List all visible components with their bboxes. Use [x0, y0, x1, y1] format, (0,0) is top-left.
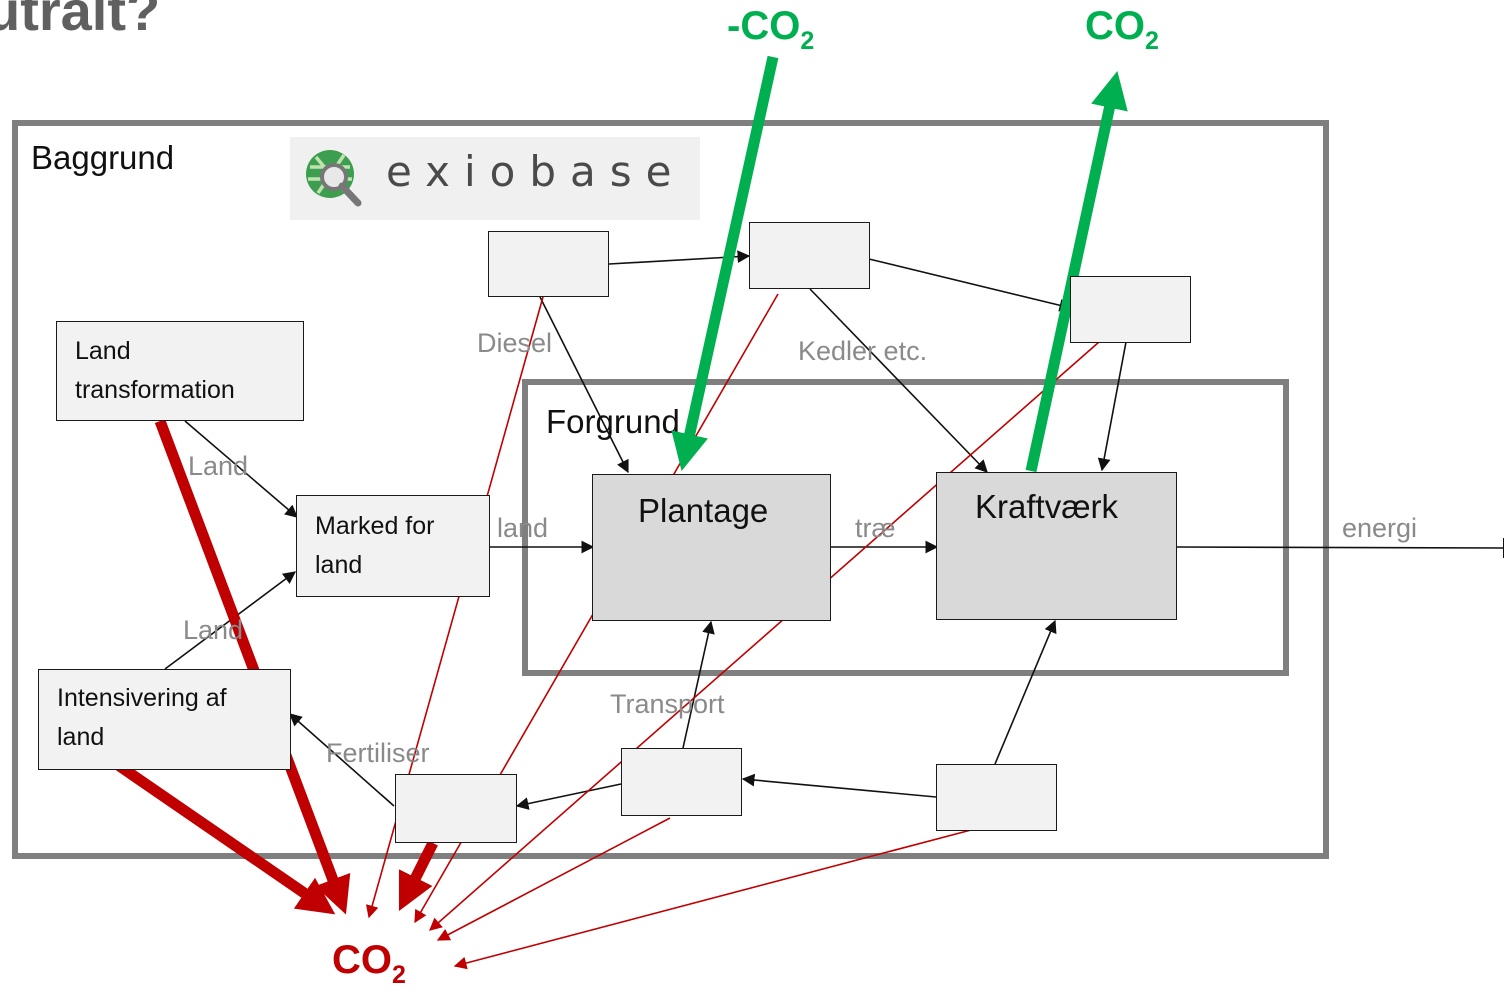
flow-label-land: land [497, 513, 549, 543]
supply-process-box [1070, 276, 1191, 343]
co2-release-label: CO2 [1085, 4, 1159, 54]
co2-uptake-text: -CO [727, 4, 801, 48]
flow-label-land-top: Land [188, 451, 249, 481]
flow-label-diesel: Diesel [477, 328, 553, 358]
arrow-diesel-to-plantage [539, 296, 629, 474]
flow-label-trae: træ [855, 513, 896, 543]
co2-sink-label: CO2 [332, 938, 406, 988]
co2-uptake-arrow [671, 55, 779, 471]
land-transformation-box: Land transformation [56, 321, 304, 421]
background-frame [12, 120, 1329, 859]
exiobase-wordmark: exiobase [386, 147, 686, 196]
marked-for-land-box: Marked for land [296, 495, 490, 597]
land-transformation-label: Land transformation [75, 337, 235, 404]
intensivering-box: Intensivering af land [38, 669, 291, 770]
emission-intensivering [114, 760, 336, 915]
arrow-energi-out [1175, 546, 1504, 549]
kedler-process-box [749, 222, 870, 289]
globe-magnifier-icon [306, 150, 362, 207]
flow-label-kedler: Kedler etc. [798, 336, 928, 366]
transport-process-box [621, 748, 742, 816]
emission-fertiliser [398, 840, 438, 912]
plantage-box: Plantage [592, 474, 831, 621]
background-title: Baggrund [31, 139, 175, 176]
arrow-fertiliser-to-intensiv [289, 713, 395, 807]
emission-box8 [453, 829, 972, 970]
emission-land-transformation [154, 419, 351, 915]
emission-transport [436, 817, 671, 941]
arrow-kedler-to-kraftvaerk [809, 288, 988, 473]
fertiliser-process-box [395, 774, 517, 843]
exiobase-logo: exiobase [290, 137, 700, 220]
arrow-kedler-to-box3 [868, 258, 1073, 312]
kraftvaerk-box: Kraftværk [936, 472, 1177, 620]
co2-sink-text: CO [332, 938, 392, 982]
co2-uptake-subscript: 2 [800, 27, 815, 55]
flow-label-energi: energi [1342, 513, 1418, 543]
upstream-process-box [936, 764, 1057, 831]
foreground-frame [522, 379, 1289, 676]
arrow-box3-to-kraftvaerk [1097, 341, 1127, 472]
arrow-box8-to-transport [741, 773, 937, 798]
arrow-transport-to-fertiliser [515, 783, 622, 810]
arrow-landtrans-to-market [184, 420, 298, 518]
arrow-transport-to-plantage [682, 620, 715, 749]
diesel-process-box [488, 231, 609, 297]
foreground-title: Forgrund [546, 403, 680, 440]
plantage-label: Plantage [638, 492, 769, 529]
kraftvaerk-label: Kraftværk [975, 488, 1119, 525]
arrow-box8-to-kraftvaerk [994, 619, 1057, 765]
co2-release-text: CO [1085, 4, 1145, 48]
flow-label-transport: Transport [610, 689, 725, 719]
slide-title-fragment: utralt? [0, 0, 161, 42]
flow-label-fertiliser: Fertiliser [326, 738, 430, 768]
intensivering-label: Intensivering af land [57, 684, 227, 751]
marked-for-land-label: Marked for land [315, 512, 435, 579]
co2-sink-subscript: 2 [392, 961, 406, 989]
emission-box3 [429, 341, 1100, 931]
co2-uptake-label: -CO2 [727, 4, 814, 54]
flow-label-land-bottom: Land [183, 615, 244, 645]
co2-release-subscript: 2 [1145, 27, 1159, 55]
